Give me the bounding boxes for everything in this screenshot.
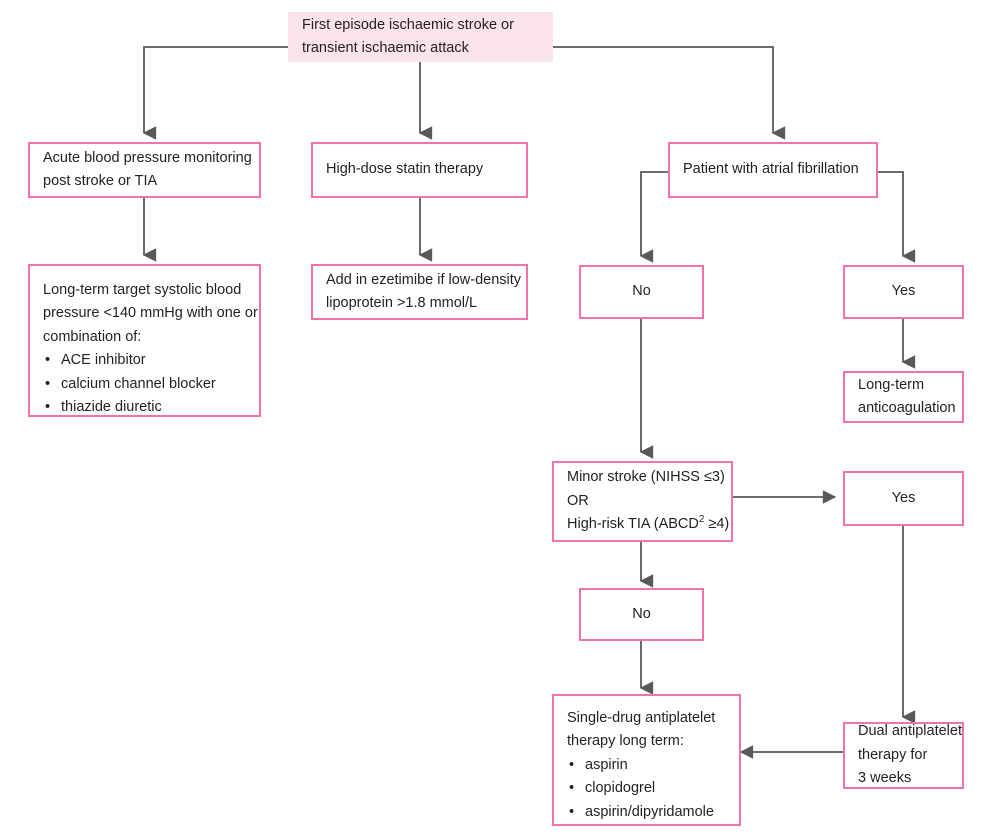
node-bp-monitoring-line-1: Acute blood pressure monitoring: [43, 149, 252, 166]
node-ezetimibe-line-2: lipoprotein >1.8 mmol/L: [326, 295, 478, 311]
node-ezetimibe: Add in ezetimibe if low-density lipoprot…: [311, 264, 528, 320]
node-statin: High-dose statin therapy: [311, 142, 528, 198]
node-bp-target-line-2: pressure <140 mmHg with one or: [43, 305, 258, 322]
node-af-no: No: [579, 265, 704, 319]
abcd-superscript: 2: [698, 514, 705, 526]
node-af-yes-label: Yes: [891, 283, 916, 300]
node-minor-yes: Yes: [843, 471, 964, 526]
node-atrial-fibrillation: Patient with atrial fibrillation: [668, 142, 878, 198]
node-minor-yes-label: Yes: [891, 489, 916, 506]
node-ezetimibe-line-1: Add in ezetimibe if low-density: [326, 271, 522, 288]
list-item: thiazide diuretic: [43, 396, 246, 420]
node-minor-stroke-line-3: High-risk TIA (ABCD2 ≥4): [567, 513, 729, 536]
node-af-no-label: No: [632, 283, 651, 300]
node-minor-stroke-line-2: OR: [567, 492, 589, 509]
edge-start-to-af: [553, 46, 786, 140]
node-anticoagulation: Long-term anticoagulation: [843, 371, 964, 423]
edge-start-to-bp: [142, 46, 288, 140]
node-minor-stroke-line-3-pre: High-risk TIA (ABCD: [567, 516, 699, 533]
node-statin-line-1: High-dose statin therapy: [326, 161, 484, 178]
node-dual-antiplatelet: Dual antiplatelet therapy for 3 weeks: [843, 722, 964, 789]
node-minor-no: No: [579, 588, 704, 641]
node-bp-target-line-1: Long-term target systolic blood: [43, 282, 242, 298]
node-bp-monitoring: Acute blood pressure monitoring post str…: [28, 142, 261, 198]
list-item: clopidogrel: [567, 777, 726, 801]
node-single-antiplatelet-line-1: Single-drug antiplatelet: [567, 710, 716, 726]
node-minor-no-label: No: [632, 605, 651, 622]
node-dual-antiplatelet-line-2: therapy for: [858, 746, 928, 763]
edge-af-to-no: [639, 171, 668, 263]
node-minor-stroke-line-3-post: ≥4): [704, 516, 730, 533]
node-minor-stroke: Minor stroke (NIHSS ≤3) OR High-risk TIA…: [552, 461, 733, 542]
node-single-antiplatelet-line-2: therapy long term:: [567, 733, 684, 750]
list-item: aspirin/dipyridamole: [567, 801, 726, 825]
node-bp-target-bullets: ACE inhibitor calcium channel blocker th…: [43, 349, 246, 420]
node-af-yes: Yes: [843, 265, 964, 319]
node-bp-target: Long-term target systolic blood pressure…: [28, 264, 261, 420]
node-start-line-2: transient ischaemic attack: [302, 40, 469, 56]
list-item: calcium channel blocker: [43, 373, 246, 397]
node-anticoagulation-line-2: anticoagulation: [858, 400, 956, 416]
node-start: First episode ischaemic stroke or transi…: [288, 12, 553, 62]
edge-af-to-yes: [878, 171, 916, 263]
list-item: aspirin: [567, 754, 726, 778]
node-single-antiplatelet: Single-drug antiplatelet therapy long te…: [552, 694, 741, 826]
node-bp-monitoring-line-2: post stroke or TIA: [43, 173, 158, 189]
node-dual-antiplatelet-line-1: Dual antiplatelet: [858, 723, 962, 740]
list-item: ACE inhibitor: [43, 349, 246, 373]
node-dual-antiplatelet-line-3: 3 weeks: [858, 770, 912, 787]
node-anticoagulation-line-1: Long-term: [858, 376, 925, 393]
node-atrial-fibrillation-line-1: Patient with atrial fibrillation: [683, 161, 859, 178]
node-single-antiplatelet-bullets: aspirin clopidogrel aspirin/dipyridamole: [567, 754, 726, 825]
node-start-line-1: First episode ischaemic stroke or: [302, 16, 514, 33]
node-bp-target-line-3: combination of:: [43, 328, 142, 345]
node-minor-stroke-line-1: Minor stroke (NIHSS ≤3): [567, 469, 725, 486]
